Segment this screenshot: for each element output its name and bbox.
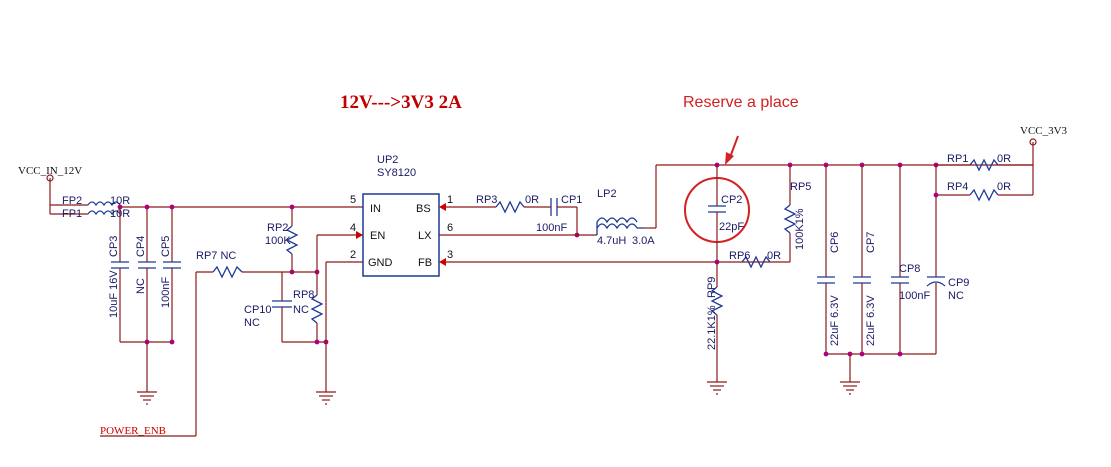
rp5-ref: RP5 bbox=[790, 181, 811, 193]
ic-pin-gnd-name: GND bbox=[368, 257, 393, 269]
resistor-rp9 bbox=[710, 286, 724, 316]
vin-port-icon bbox=[46, 174, 54, 182]
ic-part: SY8120 bbox=[377, 167, 416, 179]
resistor-rp5 bbox=[783, 204, 797, 234]
cp6-value: 22uF 6.3V bbox=[829, 295, 841, 346]
cp7-value: 22uF 6.3V bbox=[865, 295, 877, 346]
rp4-value: 0R bbox=[997, 181, 1011, 193]
rp2-value: 100K bbox=[265, 235, 291, 247]
ic-pin-lx-name: LX bbox=[418, 230, 432, 242]
reserve-note: Reserve a place bbox=[683, 94, 799, 111]
ic-ref: UP2 bbox=[377, 154, 398, 166]
cp1-ref: CP1 bbox=[561, 194, 582, 206]
ic-pin-in-num: 5 bbox=[350, 194, 356, 206]
ic-pin-in-name: IN bbox=[370, 203, 381, 215]
pin-arrow-icon-bs bbox=[439, 203, 446, 211]
ic-pin-lx-num: 6 bbox=[447, 222, 453, 234]
ic-pin-en-name: EN bbox=[370, 230, 385, 242]
fp1-ref: FP1 bbox=[62, 208, 82, 220]
cp2-ref: CP2 bbox=[721, 194, 742, 206]
rp1-ref: RP1 bbox=[947, 153, 968, 165]
cp8-value: 100nF bbox=[899, 290, 930, 302]
rp8-ref: RP8 bbox=[293, 289, 314, 301]
reserve-arrow-icon bbox=[725, 135, 739, 165]
ic-pin-bs-name: BS bbox=[416, 203, 431, 215]
resistor-rp4 bbox=[969, 188, 999, 202]
rp1-value: 0R bbox=[997, 153, 1011, 165]
cap-cp8 bbox=[891, 165, 909, 354]
vout-port-icon bbox=[1029, 138, 1037, 146]
cp4-ref: CP4 bbox=[135, 236, 147, 257]
ic-pin-bs-num: 1 bbox=[447, 194, 453, 206]
cp4-value: NC bbox=[135, 278, 147, 294]
rp5-value: 100K1% bbox=[794, 208, 806, 250]
pin-arrow-icon-fb bbox=[439, 258, 446, 266]
rp3-value: 0R bbox=[525, 194, 539, 206]
rp6-ref: RP6 bbox=[729, 250, 750, 262]
rp9-value: 22.1K1% bbox=[706, 305, 718, 350]
lp2-rating: 3.0A bbox=[632, 235, 655, 247]
cp2-value: 22pF bbox=[719, 221, 744, 233]
rp4-ref: RP4 bbox=[947, 181, 968, 193]
ferrite-bead-fp1 bbox=[87, 210, 121, 216]
resistor-rp8 bbox=[310, 294, 324, 324]
cap-cp1 bbox=[550, 198, 558, 216]
ic-pin-gnd-num: 2 bbox=[350, 249, 356, 261]
ground-icon-ic bbox=[316, 391, 336, 405]
fp2-value: 10R bbox=[110, 195, 130, 207]
pin-arrow-icon-en bbox=[356, 231, 363, 239]
ic-pin-fb-name: FB bbox=[418, 257, 432, 269]
net-vout-label: VCC_3V3 bbox=[1020, 125, 1068, 137]
cap-cp2 bbox=[708, 205, 726, 213]
fp2-ref: FP2 bbox=[62, 195, 82, 207]
ground-icon-output bbox=[840, 381, 860, 395]
net-enable-label: POWER_ENB bbox=[100, 425, 166, 437]
resistor-rp1 bbox=[969, 158, 999, 172]
cp5-ref: CP5 bbox=[160, 236, 172, 257]
cp6-ref: CP6 bbox=[829, 232, 841, 253]
rp3-ref: RP3 bbox=[476, 194, 497, 206]
cap-cp4 bbox=[138, 207, 156, 342]
ground-icon-fb bbox=[707, 381, 727, 395]
cp5-value: 100nF bbox=[160, 277, 172, 308]
resistor-rp6 bbox=[741, 255, 771, 269]
rp9-ref: RP9 bbox=[706, 277, 718, 298]
resistor-rp2 bbox=[285, 225, 299, 255]
cap-cp9 bbox=[926, 165, 946, 354]
resistor-rp3 bbox=[495, 200, 525, 214]
cp8-ref: CP8 bbox=[899, 263, 920, 275]
cap-cp7 bbox=[853, 165, 871, 354]
cp3-ref: CP3 bbox=[108, 236, 120, 257]
rp2-ref: RP2 bbox=[267, 222, 288, 234]
net-vin-label: VCC_IN_12V bbox=[18, 165, 82, 177]
cap-cp10 bbox=[272, 300, 292, 308]
ferrite-bead-fp2 bbox=[87, 201, 121, 207]
cp9-ref: CP9 bbox=[948, 277, 969, 289]
lp2-value: 4.7uH bbox=[597, 235, 626, 247]
cp3-value: 10uF 16V bbox=[108, 270, 120, 318]
cap-cp6 bbox=[817, 165, 835, 354]
cp10-value: NC bbox=[244, 317, 260, 329]
cp9-value: NC bbox=[948, 290, 964, 302]
cap-cp3 bbox=[111, 207, 129, 342]
ground-icon-input bbox=[137, 391, 157, 405]
ic-pin-fb-num: 3 bbox=[447, 249, 453, 261]
cp10-ref: CP10 bbox=[244, 304, 272, 316]
schematic-title: 12V--->3V3 2A bbox=[340, 92, 462, 113]
inductor-lp2 bbox=[596, 217, 644, 235]
lp2-ref: LP2 bbox=[597, 188, 617, 200]
rp8-value: NC bbox=[293, 304, 309, 316]
cp1-value: 100nF bbox=[536, 222, 567, 234]
ic-pin-en-num: 4 bbox=[350, 222, 356, 234]
rp7-ref: RP7 NC bbox=[196, 250, 236, 262]
resistor-rp7 bbox=[212, 265, 243, 279]
cap-cp5 bbox=[163, 207, 181, 342]
rp6-value: 0R bbox=[767, 250, 781, 262]
cp7-ref: CP7 bbox=[865, 232, 877, 253]
